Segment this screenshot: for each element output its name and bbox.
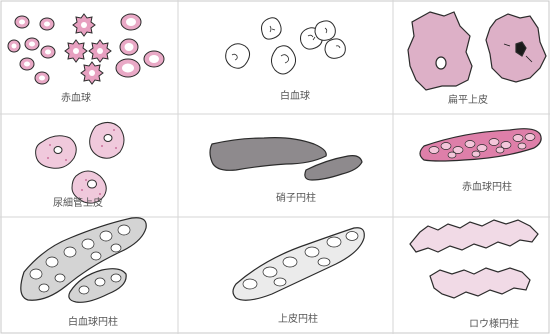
epithelial-cast-illustration [233, 228, 364, 301]
waxy-cast-illustration [410, 220, 538, 298]
white-blood-cell-cast-illustration [21, 218, 146, 303]
squamous-epithelium-illustration [408, 12, 546, 90]
hyaline-cast-illustration [210, 138, 362, 180]
label-squamous-epithelium: 扁平上皮 [448, 96, 488, 106]
label-white-blood-cell: 白血球 [280, 92, 310, 102]
renal-tubular-epithelium-illustration [36, 122, 124, 203]
label-renal-tubular-epithelium: 尿細管上皮 [53, 199, 103, 209]
white-blood-cell-illustration [226, 18, 346, 74]
red-blood-cell-cast-illustration [420, 129, 541, 161]
label-white-blood-cell-cast: 白血球円柱 [68, 318, 118, 328]
label-red-blood-cell-cast: 赤血球円柱 [462, 183, 512, 193]
label-epithelial-cast: 上皮円柱 [278, 315, 318, 325]
red-blood-cell-illustration [8, 14, 164, 84]
label-red-blood-cell: 赤血球 [61, 94, 91, 104]
label-waxy-cast: ロウ様円柱 [469, 320, 519, 330]
label-hyaline-cast: 硝子円柱 [276, 194, 316, 204]
